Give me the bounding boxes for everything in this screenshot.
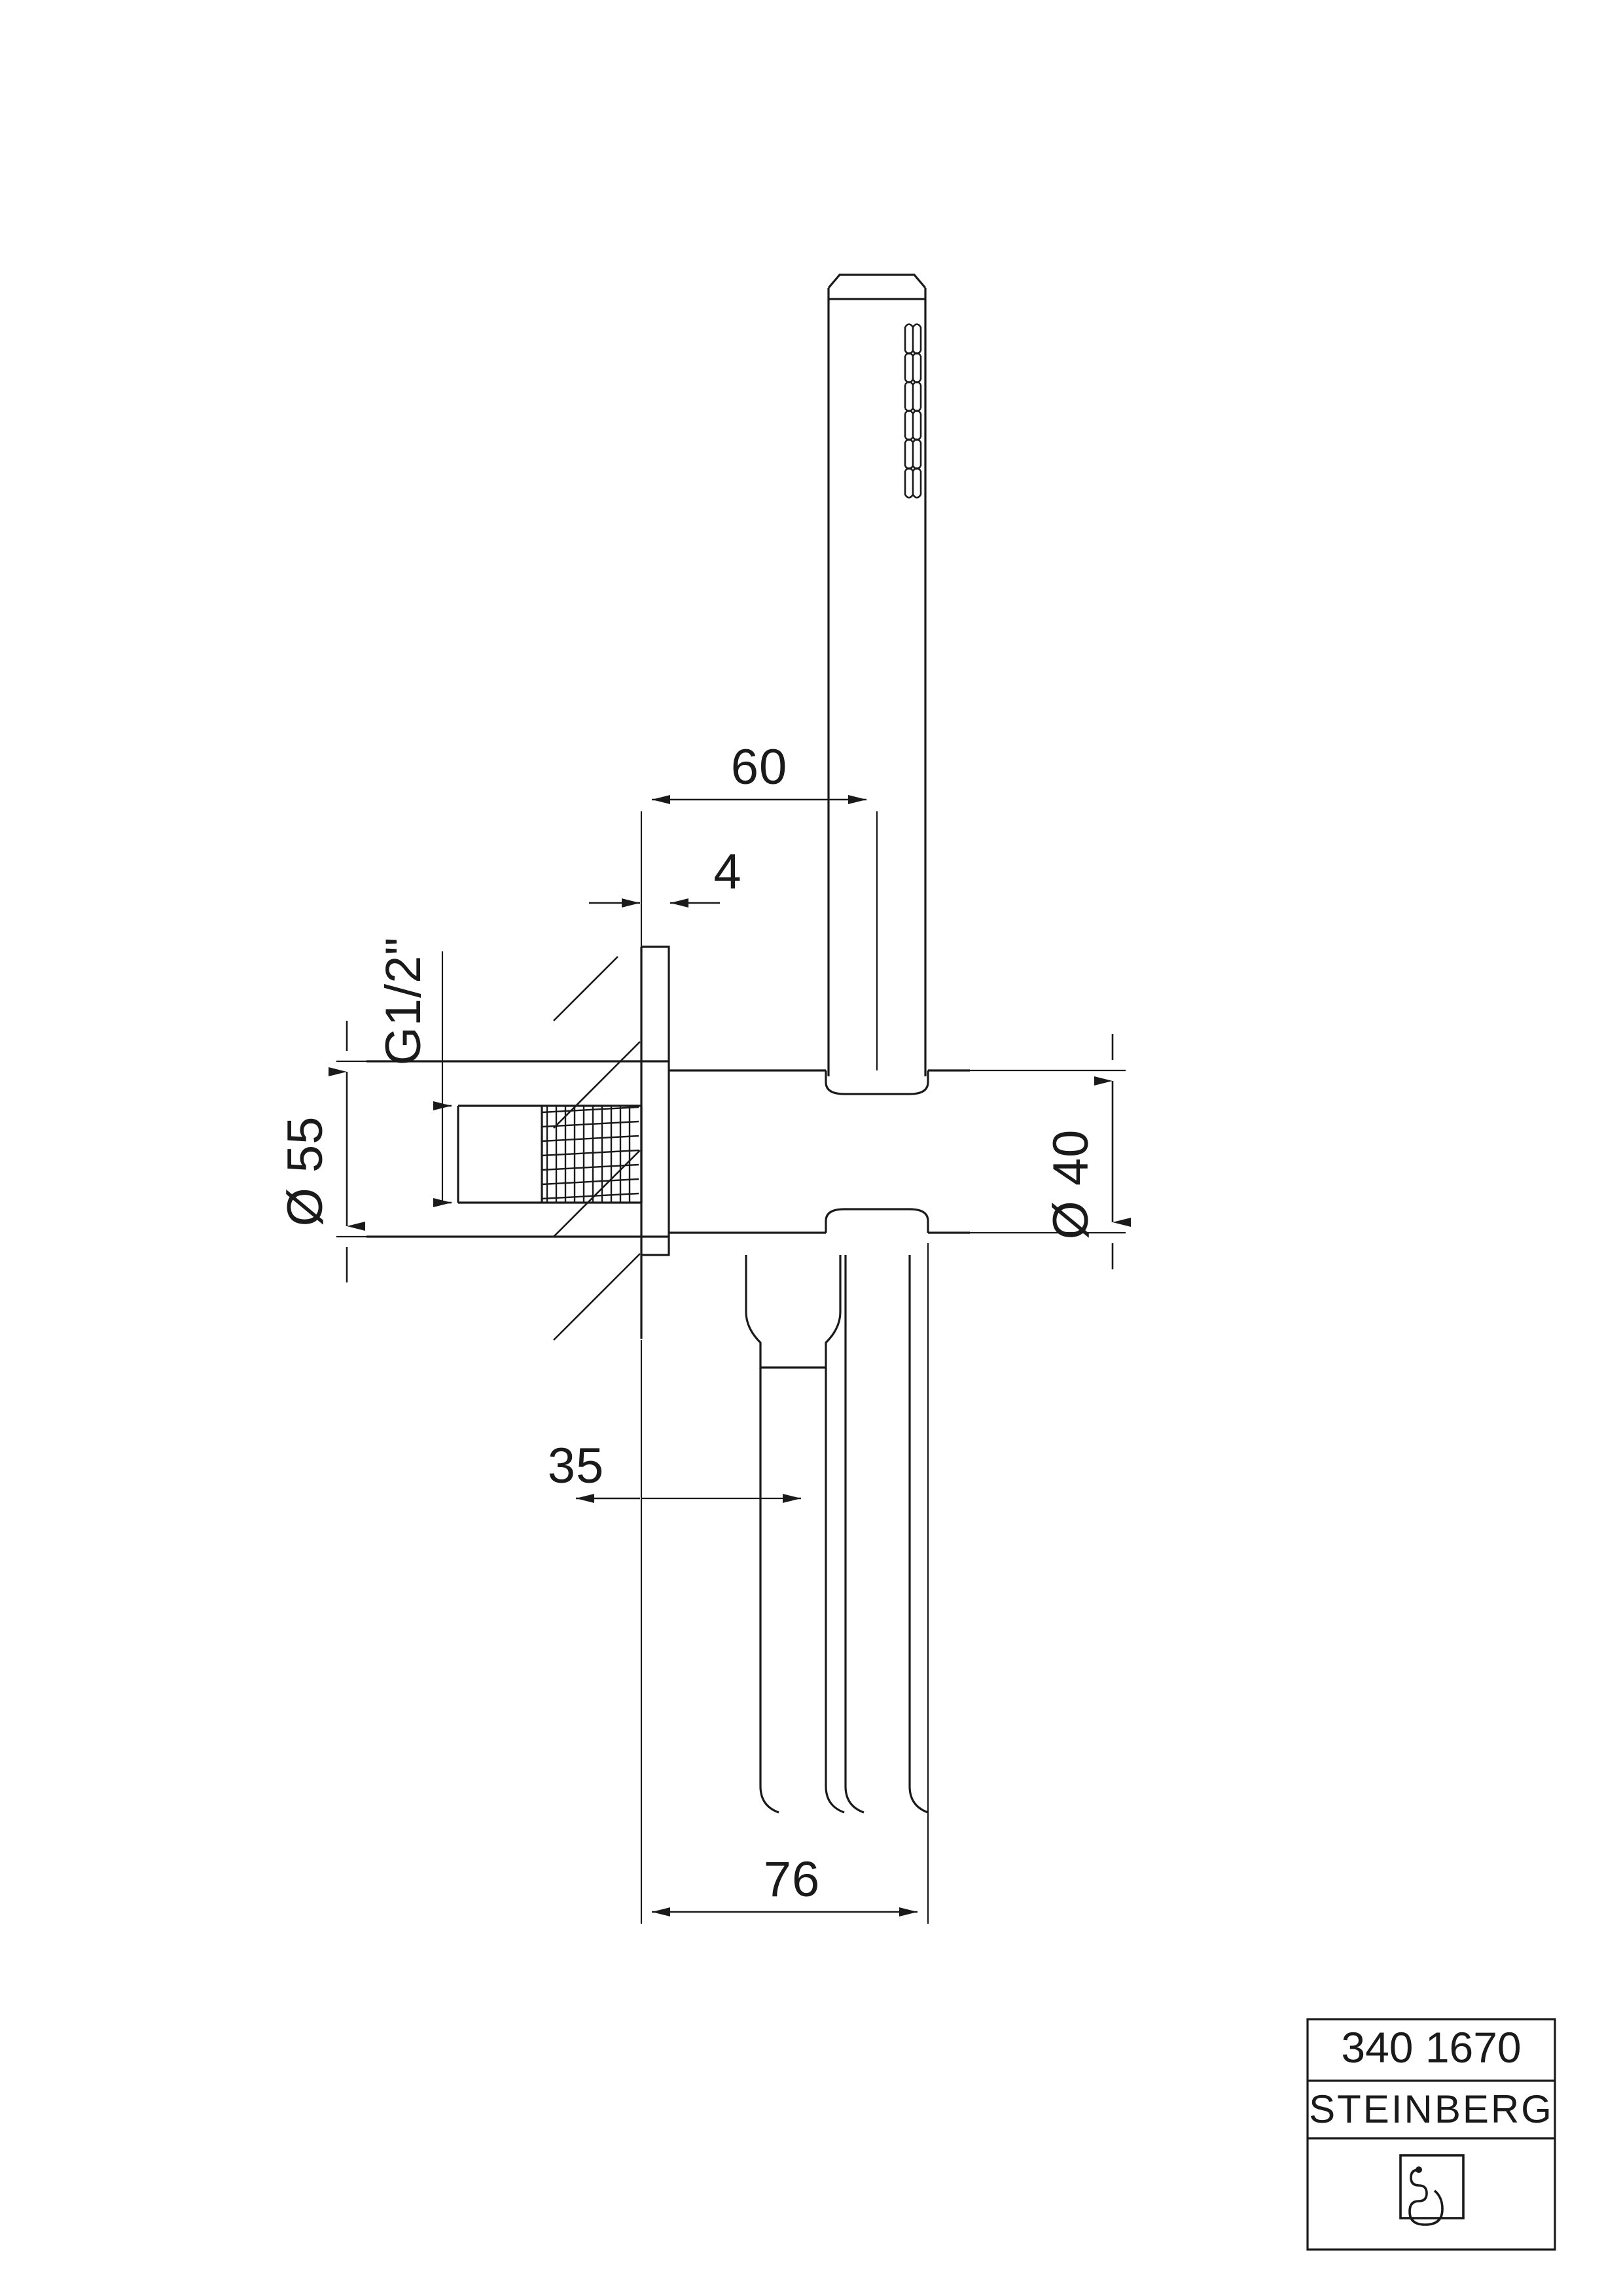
hand-shower-wand [827, 274, 927, 1076]
steinberg-logo [1399, 2154, 1465, 2226]
dimension-diameter-40 [970, 1034, 1131, 1269]
article-number: 340 1670 [1341, 2023, 1521, 2072]
dimension-label-4: 4 [713, 844, 741, 900]
dimension-label-diameter-55: Ø 55 [277, 1116, 333, 1227]
dimension-label-76: 76 [764, 1852, 821, 1907]
threaded-nipple [457, 1104, 643, 1204]
dimension-76 [640, 1243, 929, 1924]
wall-flange-plate [641, 945, 670, 1256]
dimension-label-35: 35 [548, 1438, 605, 1494]
dimension-label-60: 60 [731, 739, 788, 795]
outlet-elbow-body [669, 1069, 970, 1234]
escutcheon-rosette [366, 1060, 669, 1238]
dimension-60 [640, 795, 878, 1070]
hose-assembly [745, 1255, 929, 1814]
dimension-g12-leader [433, 951, 452, 1207]
spray-face-perforations [904, 323, 922, 499]
dimension-diameter-55 [329, 1021, 366, 1282]
brand-name: STEINBERG [1309, 2087, 1554, 2131]
title-block: 340 1670 STEINBERG [1306, 2018, 1556, 2251]
dimension-label-diameter-40: Ø 40 [1043, 1129, 1099, 1240]
dimension-label-g12: G1/2" [376, 937, 431, 1066]
wall-section [553, 947, 643, 1341]
